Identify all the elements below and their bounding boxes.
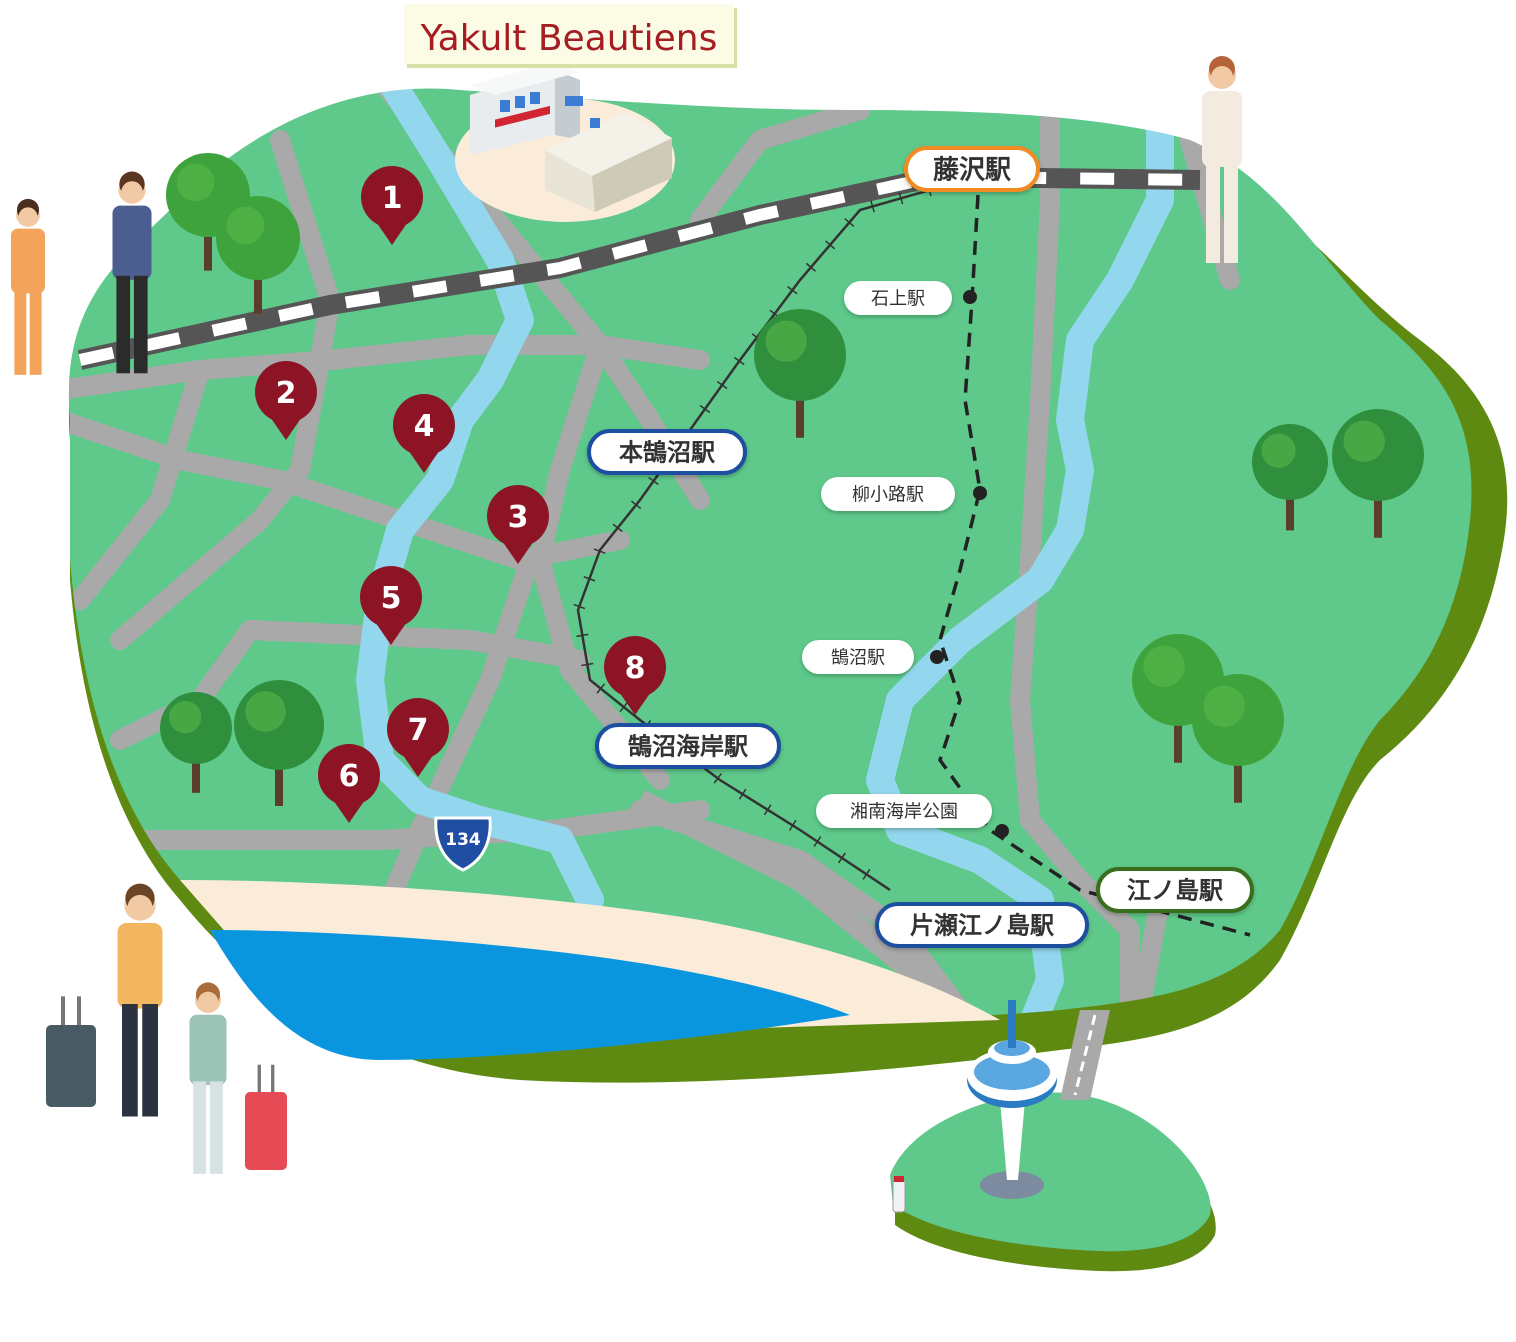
marker-5[interactable]: 5 (360, 566, 422, 646)
enoshima-bridge (1060, 1010, 1110, 1100)
route-number: 134 (445, 830, 481, 850)
tree-icon (160, 692, 232, 793)
marker-3[interactable]: 3 (487, 485, 549, 565)
marker-number: 3 (508, 500, 529, 535)
station-ishigami-label: 石上駅 (871, 288, 925, 309)
marker-6[interactable]: 6 (318, 744, 380, 824)
marker-1[interactable]: 1 (361, 166, 423, 246)
marker-2[interactable]: 2 (255, 361, 317, 441)
people (11, 56, 1242, 1174)
building-icon (455, 62, 675, 222)
marker-7[interactable]: 7 (387, 698, 449, 778)
marker-number: 5 (381, 581, 402, 616)
marker-number: 1 (382, 181, 403, 216)
marker-4[interactable]: 4 (393, 394, 455, 474)
station-fujisawa-label: 藤沢駅 (933, 155, 1011, 185)
station-enoshima-label: 江ノ島駅 (1127, 877, 1223, 905)
tree-icon (1192, 674, 1284, 803)
station-kugenuma-kaigan-label: 鵠沼海岸駅 (628, 733, 748, 761)
enoshima-island (890, 1092, 1216, 1272)
lighthouse-icon (892, 1176, 906, 1213)
station-hon-kugenuma-label: 本鵠沼駅 (619, 439, 715, 467)
yakult-sign-text: Yakult Beautiens (420, 18, 718, 59)
marker-8[interactable]: 8 (604, 636, 666, 716)
suitcase-icon (245, 1064, 287, 1170)
coast (180, 880, 1000, 1060)
station-enoshima[interactable]: 江ノ島駅 (1096, 867, 1254, 913)
tree-icon (1252, 424, 1328, 531)
enoden-line (930, 194, 1251, 937)
jr-railway (77, 168, 1201, 370)
odakyu-line (571, 184, 932, 895)
river-east (866, 116, 1174, 1020)
trees (160, 153, 1424, 806)
tree-icon (1332, 409, 1424, 538)
tower-icon (967, 1000, 1057, 1199)
station-shonan-kaigan-koen-label: 湘南海岸公園 (850, 801, 958, 822)
station-shonan-kaigan-koen[interactable]: 湘南海岸公園 (816, 794, 992, 828)
tree-icon (754, 309, 846, 438)
marker-number: 6 (339, 759, 360, 794)
tree-icon (216, 196, 300, 314)
person-icon (189, 982, 227, 1174)
station-ishigami[interactable]: 石上駅 (844, 281, 952, 315)
station-yanagikoji-label: 柳小路駅 (852, 484, 924, 505)
station-katase-enoshima-label: 片瀬江ノ島駅 (910, 912, 1054, 940)
tree-icon (234, 680, 324, 806)
station-katase-enoshima[interactable]: 片瀬江ノ島駅 (875, 902, 1089, 948)
station-kugenuma-label: 鵠沼駅 (831, 647, 885, 668)
marker-number: 4 (414, 409, 435, 444)
station-kugenuma[interactable]: 鵠沼駅 (802, 640, 914, 674)
marker-number: 8 (625, 651, 646, 686)
station-hon-kugenuma[interactable]: 本鵠沼駅 (587, 429, 747, 475)
route-134-shield: 134 (434, 816, 492, 872)
marker-number: 7 (408, 713, 429, 748)
station-fujisawa[interactable]: 藤沢駅 (904, 146, 1040, 192)
person-icon (1202, 56, 1242, 263)
person-icon (117, 883, 163, 1117)
station-yanagikoji[interactable]: 柳小路駅 (821, 477, 955, 511)
road-to-beach (635, 790, 967, 1019)
person-icon (112, 171, 152, 374)
person-icon (11, 198, 45, 375)
marker-number: 2 (276, 376, 297, 411)
station-kugenuma-kaigan[interactable]: 鵠沼海岸駅 (595, 723, 781, 769)
suitcase-icon (46, 996, 96, 1107)
yakult-sign: Yakult Beautiens (404, 4, 737, 68)
